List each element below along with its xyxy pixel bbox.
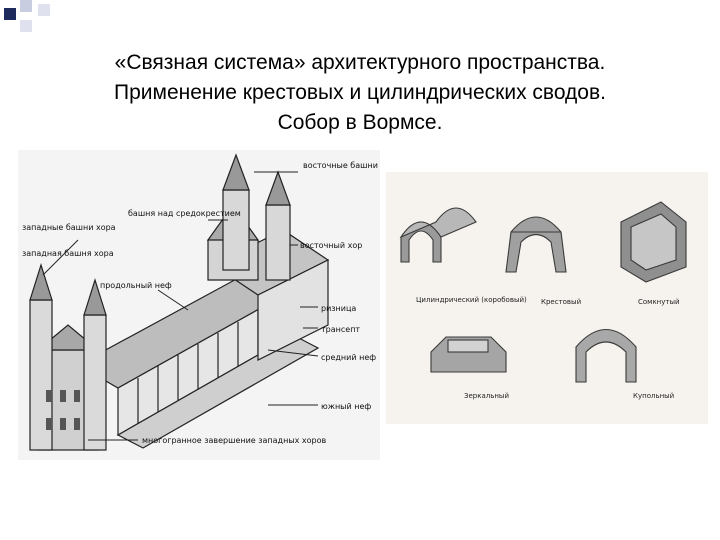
vault-types-drawing: Цилиндрический (коробовый) Крестовый Сом… <box>386 172 708 424</box>
corner-square <box>38 4 50 16</box>
label-crossing-tower: башня над средокрестием <box>128 209 241 218</box>
dome-vault-icon <box>575 328 637 383</box>
label-sacristy: ризница <box>321 304 356 313</box>
label-mirror: Зеркальный <box>464 392 509 400</box>
slide-title: «Связная система» архитектурного простра… <box>40 48 680 138</box>
label-middle-nave: средний неф <box>321 353 376 362</box>
label-transept: трансепт <box>321 325 360 334</box>
label-south-nave: южный неф <box>321 402 371 411</box>
label-closed: Сомкнутый <box>638 298 680 306</box>
cathedral-labels: восточные башни хора башня над средокрес… <box>22 161 380 445</box>
label-cross: Крестовый <box>541 298 581 306</box>
vault-illustrations <box>399 201 687 383</box>
label-east-choir: восточный хор <box>300 241 362 250</box>
label-cylindrical: Цилиндрический (коробовый) <box>416 296 527 304</box>
label-polygonal-completion: многогранное завершение западных хоров <box>142 436 327 445</box>
label-leaders <box>42 171 319 441</box>
label-east-towers: восточные башни хора <box>303 161 380 170</box>
label-west-towers: западные башни хора <box>22 223 116 232</box>
title-line-1: «Связная система» архитектурного простра… <box>114 51 606 74</box>
label-dome: Купольный <box>633 392 674 400</box>
label-longitudinal-nave: продольный неф <box>100 281 172 290</box>
corner-square <box>4 8 16 20</box>
cathedral-illustration <box>29 153 330 451</box>
vault-labels: Цилиндрический (коробовый) Крестовый Сом… <box>416 296 680 400</box>
corner-square <box>20 0 32 12</box>
corner-square <box>20 20 32 32</box>
title-line-3: Собор в Вормсе. <box>277 111 443 134</box>
label-west-tower: западная башня хора <box>22 249 114 258</box>
title-line-2: Применение крестовых и цилиндрических св… <box>114 81 606 104</box>
corner-decoration <box>0 0 60 40</box>
cathedral-drawing: восточные башни хора башня над средокрес… <box>18 150 380 460</box>
cross-vault-icon <box>505 216 567 273</box>
